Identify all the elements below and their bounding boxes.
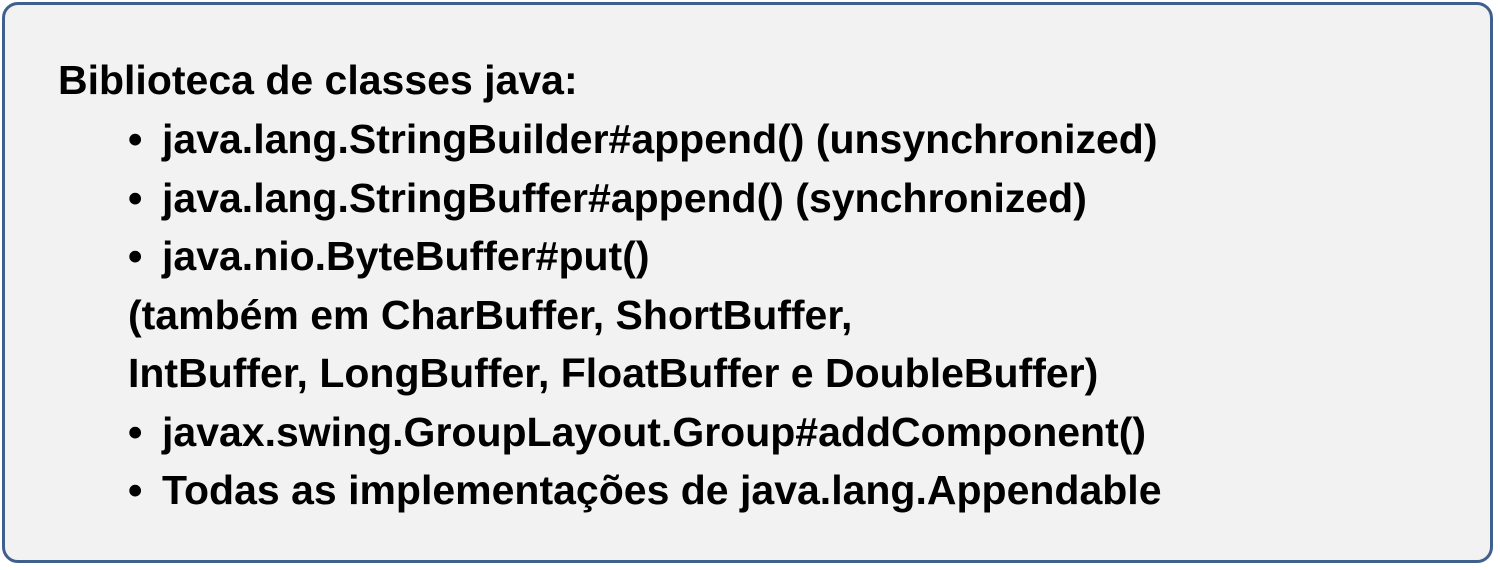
bullet: • [128,116,143,162]
list-item: • java.lang.StringBuffer#append() (synchr… [128,169,1162,228]
list-item-text: javax.swing.GroupLayout.Group#addCompone… [162,408,1147,455]
heading: Biblioteca de classes java: [58,57,578,103]
list-item-text: IntBuffer, LongBuffer, FloatBuffer e Dou… [128,350,1099,396]
list-item-text: Todas as implementações de java.lang.App… [162,467,1162,513]
bullet: • [128,467,143,513]
bullet: • [128,408,143,455]
content-panel: Biblioteca de classes java: • java.lang.S… [2,2,1493,563]
class-list: • java.lang.StringBuilder#append() (unsyn… [128,110,1162,520]
list-item: • java.nio.ByteBuffer#put() [128,227,1162,286]
list-item-text: java.nio.ByteBuffer#put() [162,233,650,279]
list-item: • Todas as implementações de java.lang.Ap… [128,461,1162,520]
list-item: • javax.swing.GroupLayout.Group#addCompon… [128,403,1162,462]
bullet: • [128,233,143,279]
bullet: • [128,174,143,221]
list-item-text: java.lang.StringBuffer#append() (synchro… [162,174,1087,221]
list-item-text: java.lang.StringBuilder#append() (unsync… [162,116,1158,162]
list-item-continuation: IntBuffer, LongBuffer, FloatBuffer e Dou… [128,344,1162,403]
list-item-continuation: (também em CharBuffer, ShortBuffer, [128,286,1162,345]
list-item-text: (também em CharBuffer, ShortBuffer, [128,291,853,338]
list-item: • java.lang.StringBuilder#append() (unsyn… [128,110,1162,169]
